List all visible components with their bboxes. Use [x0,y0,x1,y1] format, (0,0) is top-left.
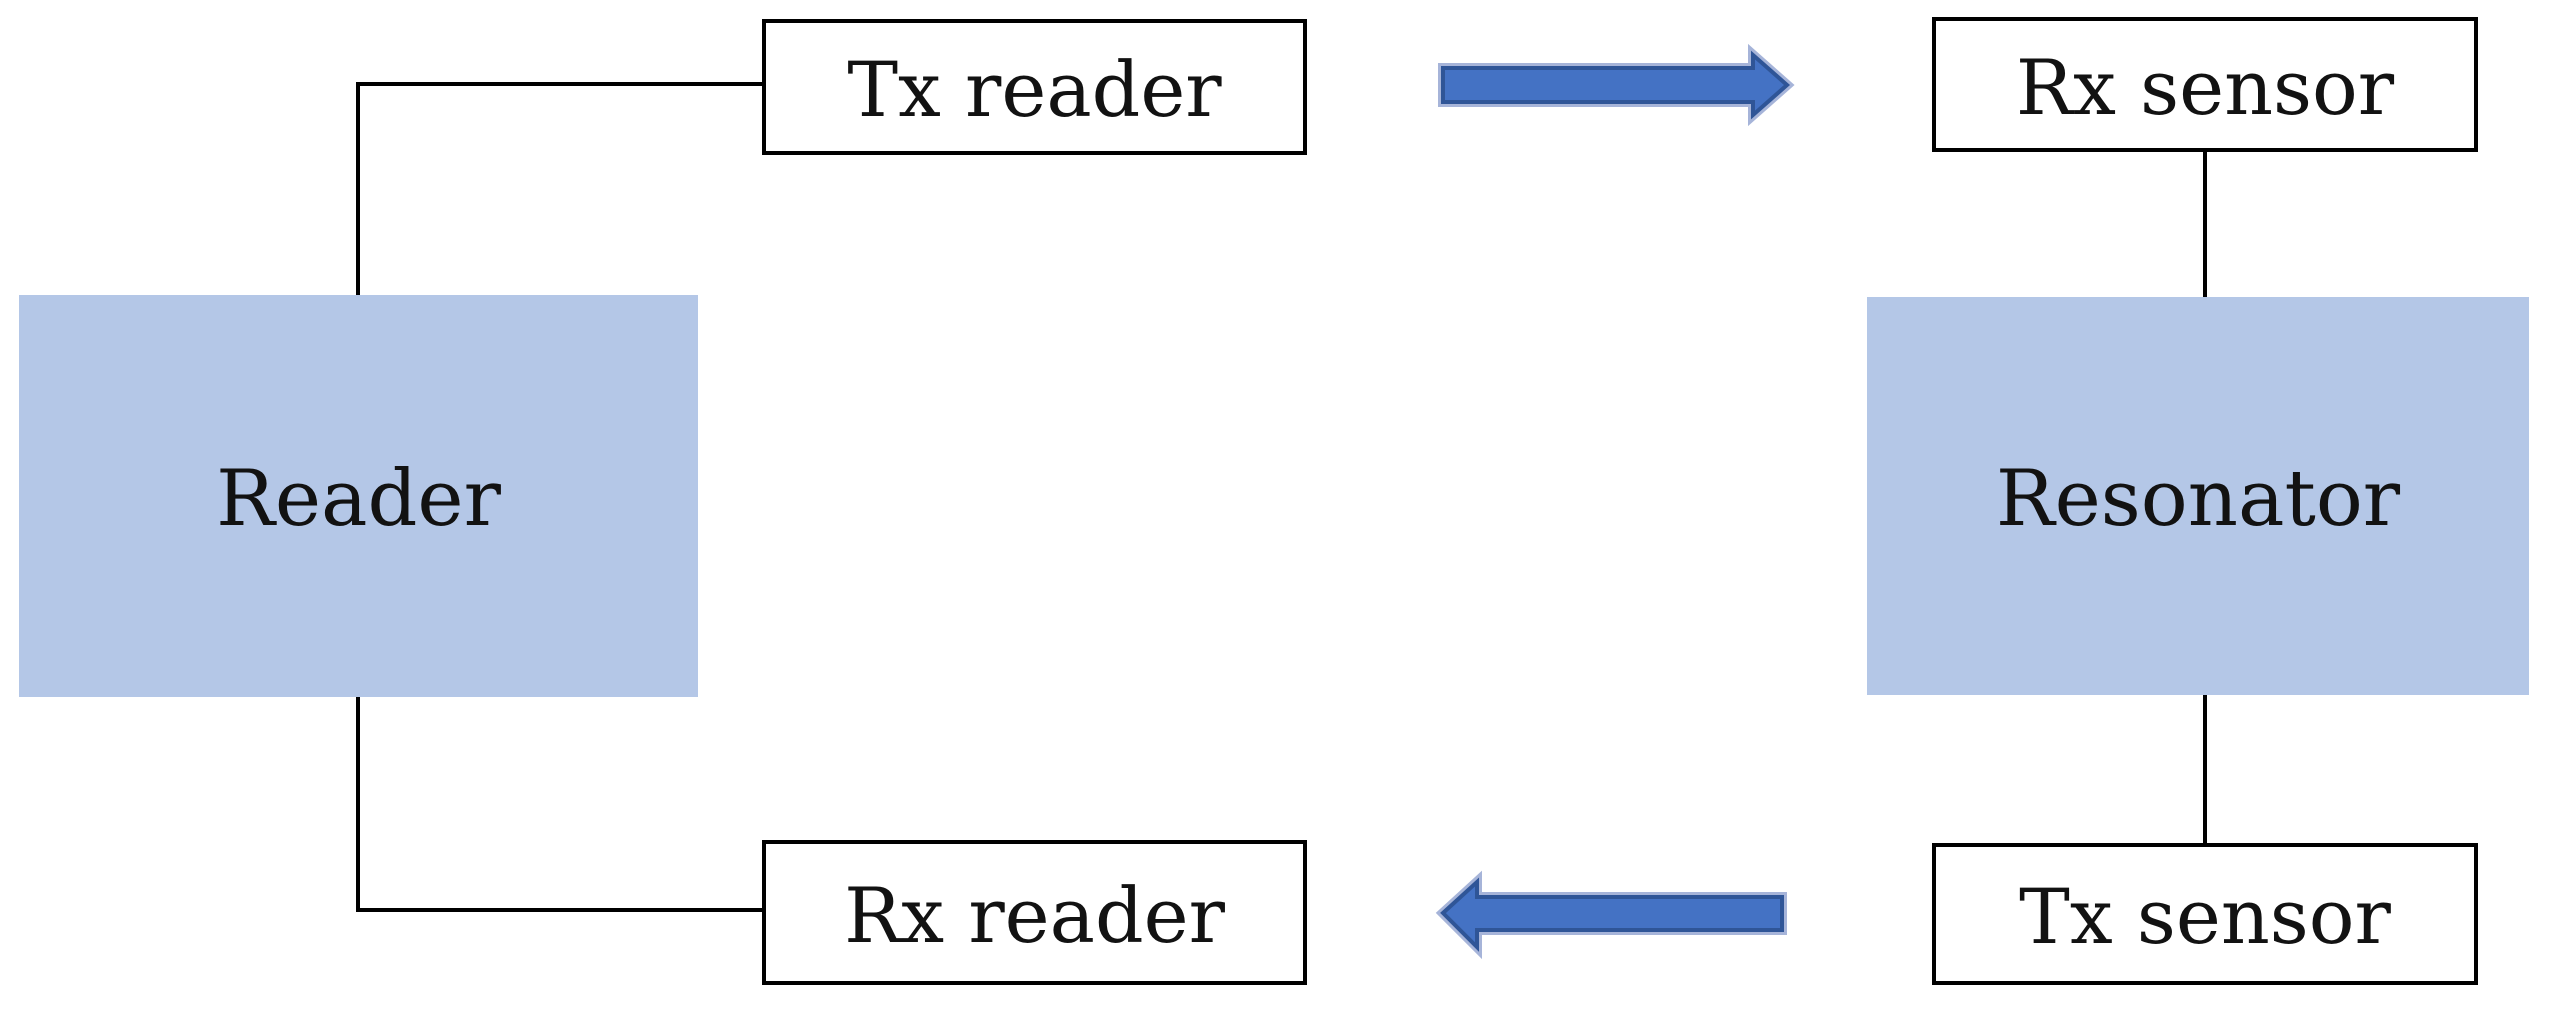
right-arrow-icon [1441,50,1791,120]
node-tx-reader-label: Tx reader [847,45,1222,134]
node-resonator: Resonator [1867,297,2529,695]
node-rx-sensor-label: Rx sensor [2015,42,2395,132]
node-tx-reader: Tx reader [762,19,1307,155]
node-rx-reader: Rx reader [762,840,1307,985]
node-rx-reader-label: Rx reader [844,870,1225,960]
arrow-tx-sensor-to-rx-reader [1435,870,1787,960]
left-arrow-icon [1440,877,1784,952]
wire-reader-to-rx-reader [356,695,764,912]
arrow-tx-reader-to-rx-sensor [1438,43,1795,127]
wire-reader-to-tx-reader [356,82,764,297]
node-reader: Reader [19,295,698,697]
node-tx-sensor: Tx sensor [1932,843,2478,985]
node-rx-sensor: Rx sensor [1932,17,2478,152]
node-resonator-label: Resonator [1995,454,2401,544]
node-reader-label: Reader [216,454,501,544]
node-tx-sensor-label: Tx sensor [2019,872,2391,961]
